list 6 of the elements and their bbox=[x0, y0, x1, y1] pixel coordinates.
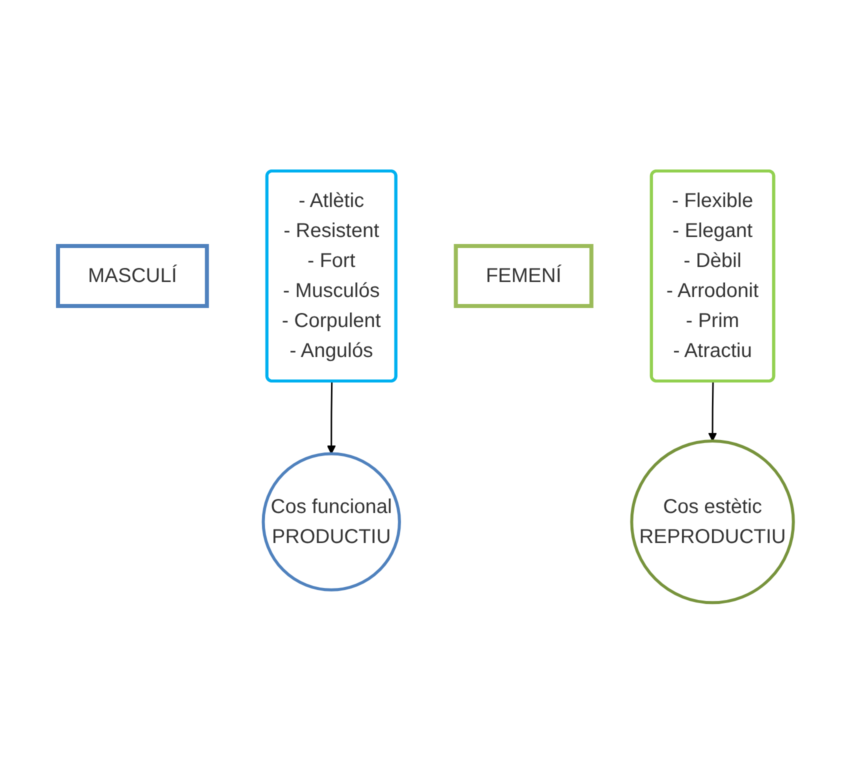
arrow bbox=[708, 382, 718, 442]
arrow bbox=[327, 382, 336, 454]
node-box: MASCULÍ bbox=[56, 244, 210, 308]
node-circle: Cos funcional PRODUCTIU bbox=[262, 452, 402, 592]
node-circle: Cos estètic REPRODUCTIU bbox=[630, 440, 796, 604]
node-box: FEMENÍ bbox=[454, 244, 594, 308]
